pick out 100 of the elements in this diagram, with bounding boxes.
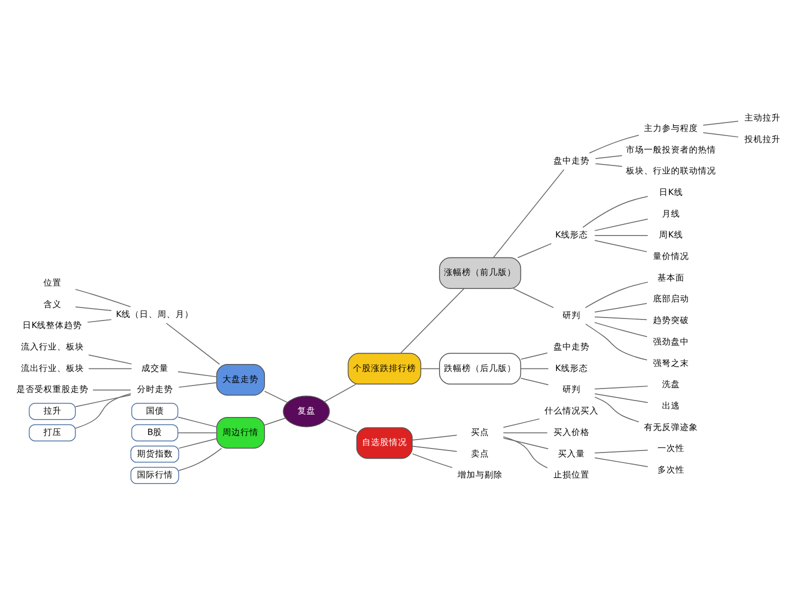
node-text: 日K线整体趋势 [22,321,82,332]
node-text: 是否受权重股走势 [16,385,88,396]
connector [594,303,648,312]
connector [594,386,648,390]
node-text: 主力参与程度 [644,124,698,134]
connector [178,448,222,471]
node-box: 跌幅榜（后几版） [439,352,522,385]
connector [178,416,217,428]
connector [594,235,648,236]
node-text: 板块、行业的联动情况 [626,166,716,177]
node-box: 拉升 [28,402,76,420]
node-text: 日K线 [659,188,683,198]
node-text: 底部启动 [652,294,689,305]
connector [88,368,132,370]
connector [412,453,453,468]
node-box: 涨幅榜（前几版） [439,257,522,289]
node-text: 流入行业、板块 [20,342,84,353]
node-box: 国债 [131,402,178,420]
connector [594,218,648,232]
connector [324,384,356,402]
node-text: 多次性 [657,465,684,476]
node-text: 卖点 [471,449,490,460]
connector [594,393,648,404]
connector [493,169,564,258]
node-box: 自选股情况 [356,427,413,459]
node-text: 趋势突破 [652,316,689,326]
connector [517,243,552,258]
node-text: 止损位置 [553,470,590,481]
node-text: 基本面 [657,273,684,284]
connector [582,196,648,228]
connector [594,240,648,252]
connector [264,418,286,426]
node-text: 主动拉升 [744,114,780,124]
node-text: K线形态 [555,230,588,241]
connector [87,319,112,323]
connector [75,394,131,408]
node-text: 成交量 [141,364,168,374]
node-box: 期货指数 [130,446,180,463]
connector [594,457,648,468]
node-text: K线形态 [555,364,588,374]
node-text: 含义 [43,300,62,310]
node-text: 位置 [43,278,62,288]
node-text: 有无反弹迹象 [644,422,698,433]
connector [520,368,549,370]
node-text: 买入量 [558,449,585,460]
connector [412,446,458,452]
node-text: 分时走势 [136,385,173,396]
node-text: 增加与剔除 [458,470,503,481]
connector [595,163,623,167]
node-text: 流出行业、板块 [20,364,84,374]
node-text: 强弩之末 [652,358,689,369]
node-text: 买点 [471,428,490,438]
node-text: 一次性 [657,444,684,454]
connector [178,432,217,434]
connector [594,450,648,454]
connector [178,438,218,449]
node-box: 国际行情 [130,466,180,484]
node-ellipse: 复盘 [282,396,330,428]
node-text: 盘中走势 [553,342,590,353]
connector [594,396,640,422]
connector [326,418,357,432]
node-text: 市场一般投资者的热情 [626,145,716,156]
connector [502,436,548,468]
connector [585,324,648,360]
node-box: 打压 [28,424,76,442]
connector [420,368,440,370]
connector [520,352,548,360]
node-box: B股 [131,424,178,442]
node-text: 研判 [562,310,580,321]
connector [595,155,623,160]
node-text: 周K线 [659,230,683,241]
node-text: 什么情况买入 [544,406,598,417]
connector [412,434,458,441]
connector [178,371,217,378]
node-text: 盘中走势 [553,156,590,166]
connector [88,354,132,364]
connector [75,393,132,429]
connector [502,432,548,434]
node-box: 周边行情 [216,416,265,449]
connector [702,132,739,138]
node-box: 大盘走势 [216,364,265,396]
node-text: K线（日、周、月） [116,310,194,320]
node-text: 投机拉升 [744,135,780,146]
connector [75,306,112,312]
connector [264,390,288,403]
connector [502,418,540,428]
connector [520,378,549,386]
connector [178,382,218,388]
connector [588,134,640,154]
connector [594,322,648,338]
connector [166,322,220,365]
node-text: 洗盘 [662,380,680,390]
node-box: 个股涨跌排行榜 [348,352,422,385]
connector [75,288,131,308]
node-text: 买入价格 [553,428,590,438]
connector [512,288,554,308]
node-text: 月线 [662,209,680,220]
node-text: 量价情况 [652,252,689,262]
connector [502,438,549,450]
connector [585,282,648,308]
